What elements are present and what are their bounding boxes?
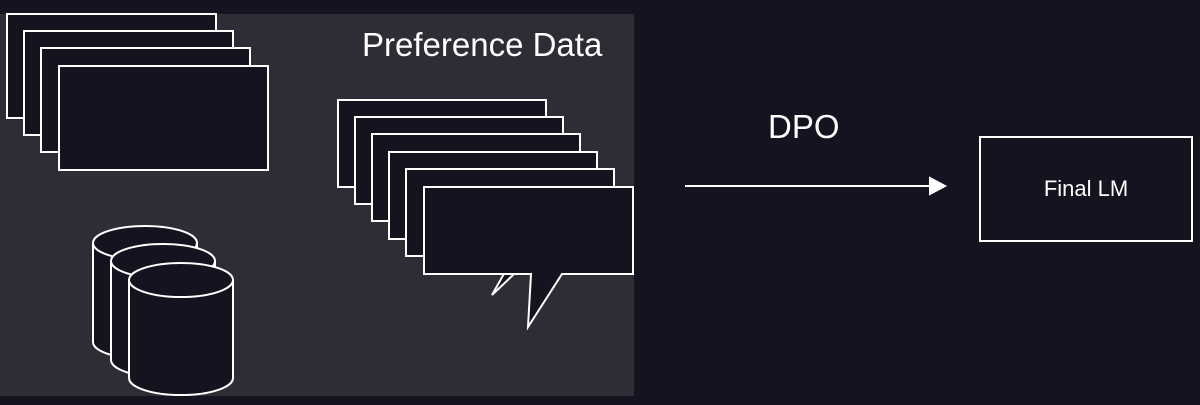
speech-bubble-stack-icon	[337, 99, 634, 331]
arrow-head	[929, 176, 948, 196]
database-cylinder-rim	[128, 279, 234, 298]
document-card	[58, 65, 269, 171]
speech-bubble	[423, 186, 634, 331]
dpo-label: DPO	[768, 108, 840, 145]
document-stack-icon	[6, 13, 269, 171]
database-icon	[92, 225, 234, 396]
preference-data-title: Preference Data	[362, 26, 603, 63]
final-lm-label: Final LM	[1043, 176, 1129, 201]
final-lm-box: Final LM	[979, 136, 1193, 242]
arrow-right-icon	[685, 176, 948, 196]
database-cylinder	[128, 262, 234, 396]
